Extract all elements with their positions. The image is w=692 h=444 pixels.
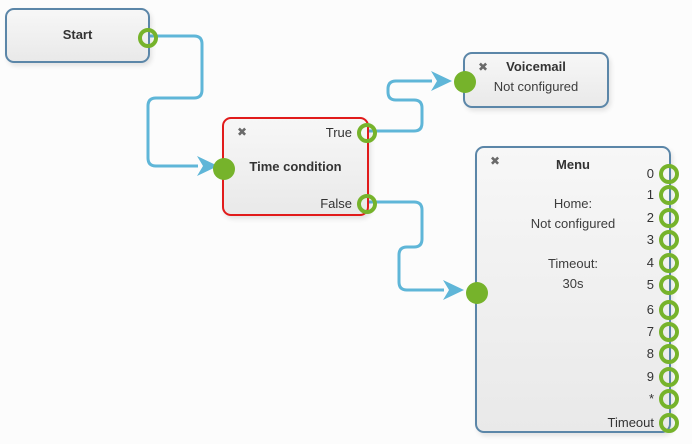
menu-port-label: 8	[646, 346, 654, 361]
menu-port-label: 5	[646, 277, 654, 292]
node-time-condition[interactable]: ✖ Time condition True False	[213, 117, 377, 216]
menu-body-spacer	[477, 234, 669, 254]
connector-false-to-menu	[368, 200, 444, 292]
arrowhead-menu-input	[443, 280, 464, 300]
menu-output-port-9[interactable]: 9	[647, 367, 679, 387]
menu-output-port-2[interactable]: 2	[647, 208, 679, 228]
menu-output-port-4[interactable]: 4	[647, 253, 679, 273]
menu-port-ring[interactable]	[659, 413, 679, 433]
menu-port-ring[interactable]	[659, 389, 679, 409]
menu-port-label: 1	[646, 187, 654, 202]
arrowhead-timecondition-input	[197, 156, 218, 176]
true-output-port[interactable]: True	[326, 123, 377, 143]
menu-port-label: 6	[646, 302, 654, 317]
voicemail-status: Not configured	[493, 79, 579, 94]
menu-output-port-6[interactable]: 6	[647, 300, 679, 320]
false-port-ring[interactable]	[357, 194, 377, 214]
false-port-label: False	[320, 196, 352, 211]
menu-home-value: Not configured	[530, 216, 616, 231]
menu-port-label: Timeout	[607, 415, 654, 430]
menu-home-label: Home:	[553, 196, 593, 211]
arrowhead-voicemail-input	[431, 71, 452, 91]
menu-input-port[interactable]	[466, 282, 488, 304]
menu-output-port-3[interactable]: 3	[647, 230, 679, 250]
node-time-condition-title: Time condition	[249, 158, 342, 174]
menu-port-label: 4	[646, 255, 654, 270]
voicemail-input-port[interactable]	[454, 71, 476, 93]
menu-timeout-value: 30s	[562, 276, 584, 291]
connector-start-to-timecondition	[146, 34, 204, 168]
menu-port-label: 3	[646, 232, 654, 247]
menu-output-port-7[interactable]: 7	[647, 322, 679, 342]
true-port-ring[interactable]	[357, 123, 377, 143]
menu-port-label: 7	[646, 324, 654, 339]
menu-port-ring[interactable]	[659, 164, 679, 184]
menu-port-label: 0	[646, 166, 654, 181]
node-start-title: Start	[62, 27, 93, 42]
menu-output-port-star[interactable]: *	[649, 389, 679, 409]
menu-output-port-1[interactable]: 1	[647, 185, 679, 205]
connector-true-to-voicemail	[368, 79, 432, 133]
menu-port-ring[interactable]	[659, 208, 679, 228]
close-icon[interactable]: ✖	[237, 125, 248, 139]
false-output-port[interactable]: False	[320, 194, 377, 214]
node-menu-title: Menu	[556, 157, 590, 172]
menu-port-ring[interactable]	[659, 344, 679, 364]
menu-port-ring[interactable]	[659, 185, 679, 205]
true-port-label: True	[325, 125, 352, 140]
menu-port-label: 2	[646, 210, 654, 225]
close-icon[interactable]: ✖	[478, 60, 489, 74]
start-output-port[interactable]	[138, 28, 158, 48]
time-condition-input-port[interactable]	[213, 158, 235, 180]
node-menu[interactable]: ✖ Menu Home: Not configured Timeout: 30s…	[466, 146, 679, 433]
menu-output-port-5[interactable]: 5	[647, 275, 679, 295]
node-voicemail[interactable]: ✖ Voicemail Not configured	[454, 52, 609, 108]
menu-output-port-8[interactable]: 8	[647, 344, 679, 364]
menu-body: Home: Not configured Timeout: 30s	[477, 194, 669, 294]
menu-output-port-0[interactable]: 0	[647, 164, 679, 184]
node-voicemail-title: Voicemail	[506, 59, 566, 74]
menu-port-ring[interactable]	[659, 367, 679, 387]
menu-port-ring[interactable]	[659, 253, 679, 273]
menu-port-ring[interactable]	[659, 322, 679, 342]
close-icon[interactable]: ✖	[490, 154, 501, 168]
menu-port-label: 9	[646, 369, 654, 384]
menu-port-label: *	[648, 391, 654, 406]
menu-output-port-timeout[interactable]: Timeout	[608, 413, 679, 433]
menu-timeout-label: Timeout:	[547, 256, 599, 271]
menu-port-ring[interactable]	[659, 230, 679, 250]
menu-port-ring[interactable]	[659, 300, 679, 320]
menu-port-ring[interactable]	[659, 275, 679, 295]
node-start[interactable]: Start	[5, 8, 158, 63]
